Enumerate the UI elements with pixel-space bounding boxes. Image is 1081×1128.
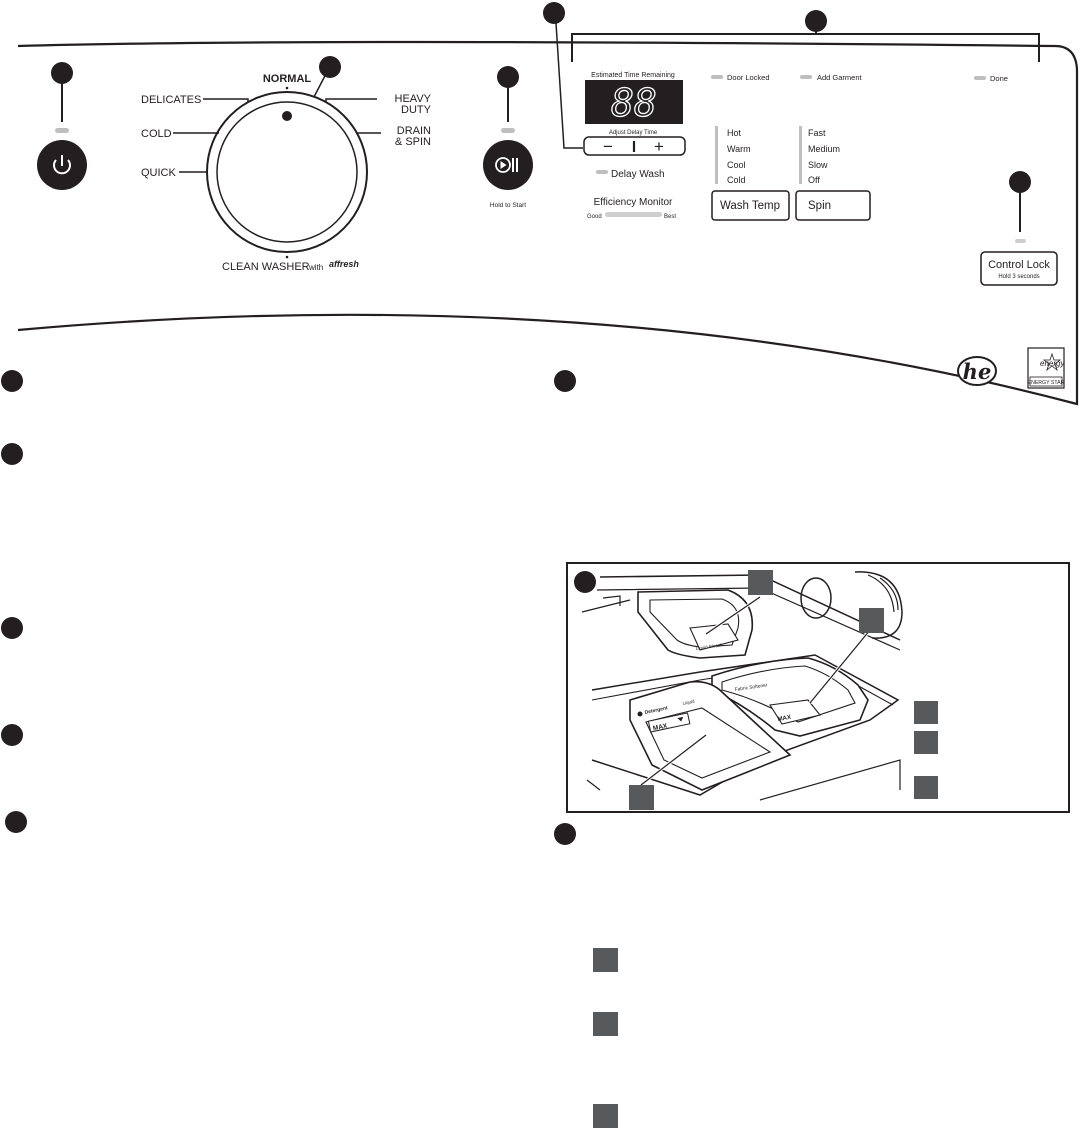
spin-medium: Medium [808,144,840,154]
wash-temp-cool: Cool [727,160,746,170]
cycle-heavy-duty-1: HEAVY [395,93,432,105]
efficiency-monitor-bar [605,212,662,217]
wash-temp-cold: Cold [727,175,746,185]
dispenser-illustration: Liquid Bleach Fabric Softener MAX MAX De… [566,562,1070,813]
svg-text:MAX: MAX [777,715,791,723]
svg-text:Liquid: Liquid [682,698,695,705]
svg-text:he: he [963,359,992,384]
control-lock-button[interactable]: Control Lock Hold 3 seconds [980,251,1058,286]
bullet-2 [1,443,23,465]
text-square-3 [593,1104,618,1128]
svg-text:MAX: MAX [652,722,668,732]
wash-temp-button[interactable]: Wash Temp [711,190,790,221]
add-garment-label: Add Garment [817,73,863,82]
wash-temp-indicator-bar [715,126,718,184]
spin-fast: Fast [808,128,826,138]
wash-temp-button-label: Wash Temp [720,200,780,212]
svg-text:energy: energy [1040,359,1065,368]
knob-pointer-dot [282,111,292,121]
efficiency-good-label: Good [587,214,602,220]
cycle-cold: COLD [141,128,172,140]
cycle-quick: QUICK [141,167,177,179]
power-indicator-light [55,128,69,133]
control-lock-sub-label: Hold 3 seconds [998,274,1039,280]
delay-minus-button[interactable]: − [603,137,613,156]
cycle-knob[interactable] [206,91,368,253]
cycle-delicates: DELICATES [141,94,201,106]
wash-temp-hot: Hot [727,128,742,138]
cycle-heavy-duty-2: DUTY [401,104,432,116]
callout-dispenser [574,571,596,593]
spin-slow: Slow [808,160,828,170]
control-lock-light [1015,239,1026,243]
affresh-logo: affresh [329,259,359,269]
bullet-1 [1,370,23,392]
delay-wash-label: Delay Wash [611,169,665,180]
bullet-7 [554,823,576,845]
done-label: Done [990,74,1008,83]
efficiency-best-label: Best [664,214,676,220]
control-lock-label: Control Lock [988,259,1050,271]
text-square-2 [593,1012,618,1036]
legend-square-3 [914,776,938,799]
callout-square-bleach [748,570,773,595]
callout-square-softener [859,608,884,633]
power-button[interactable] [37,140,87,190]
spin-button-label: Spin [808,200,831,212]
energy-star-logo: energy ENERGY STAR [1027,347,1065,389]
cycle-normal: NORMAL [263,73,312,85]
power-icon [53,155,71,175]
callout-delay-time [543,2,583,149]
cycle-clean-washer-with: with [308,263,323,272]
time-display [585,80,683,124]
callout-options-bracket [571,10,1040,62]
door-locked-light [711,75,723,79]
callout-square-detergent [629,785,654,810]
add-garment-light [800,75,812,79]
delay-plus-button[interactable]: + [654,137,664,156]
cycle-drain-spin-2: & SPIN [395,136,431,148]
svg-text:ENERGY STAR: ENERGY STAR [1028,380,1065,386]
legend-square-1 [914,701,938,724]
svg-text:Fabric Softener: Fabric Softener [734,682,768,693]
estimated-time-label: Estimated Time Remaining [591,72,675,79]
svg-text:Detergent: Detergent [644,705,668,716]
efficiency-monitor-label: Efficiency Monitor [594,197,673,208]
hold-to-start-label: Hold to Start [490,202,526,209]
bullet-5 [5,811,27,833]
bullet-3 [1,617,23,639]
callout-power [51,62,73,122]
adjust-delay-time-label: Adjust Delay Time [609,130,658,136]
cycle-leader-lines [173,98,381,173]
spin-off: Off [808,175,820,185]
text-square-1 [593,948,618,972]
spin-button[interactable]: Spin [795,190,871,221]
start-indicator-light [501,128,515,133]
done-light [974,76,986,80]
svg-text:Liquid Bleach: Liquid Bleach [695,642,723,651]
callout-start [497,66,519,122]
cycle-drain-spin-1: DRAIN [397,125,431,137]
start-pause-button[interactable] [483,140,533,190]
he-logo: he [957,356,997,386]
cycle-clean-washer: CLEAN WASHER [222,261,310,273]
play-pause-icon [495,157,518,173]
bullet-6 [554,370,576,392]
time-display-digits: 88 [611,81,657,125]
delay-wash-indicator-light [596,170,608,174]
door-locked-label: Door Locked [727,73,770,82]
legend-square-2 [914,731,938,754]
wash-temp-warm: Warm [727,144,751,154]
spin-indicator-bar [799,126,802,184]
panel-outline [17,40,1079,406]
bullet-4 [1,724,23,746]
callout-control-lock [1009,171,1031,232]
